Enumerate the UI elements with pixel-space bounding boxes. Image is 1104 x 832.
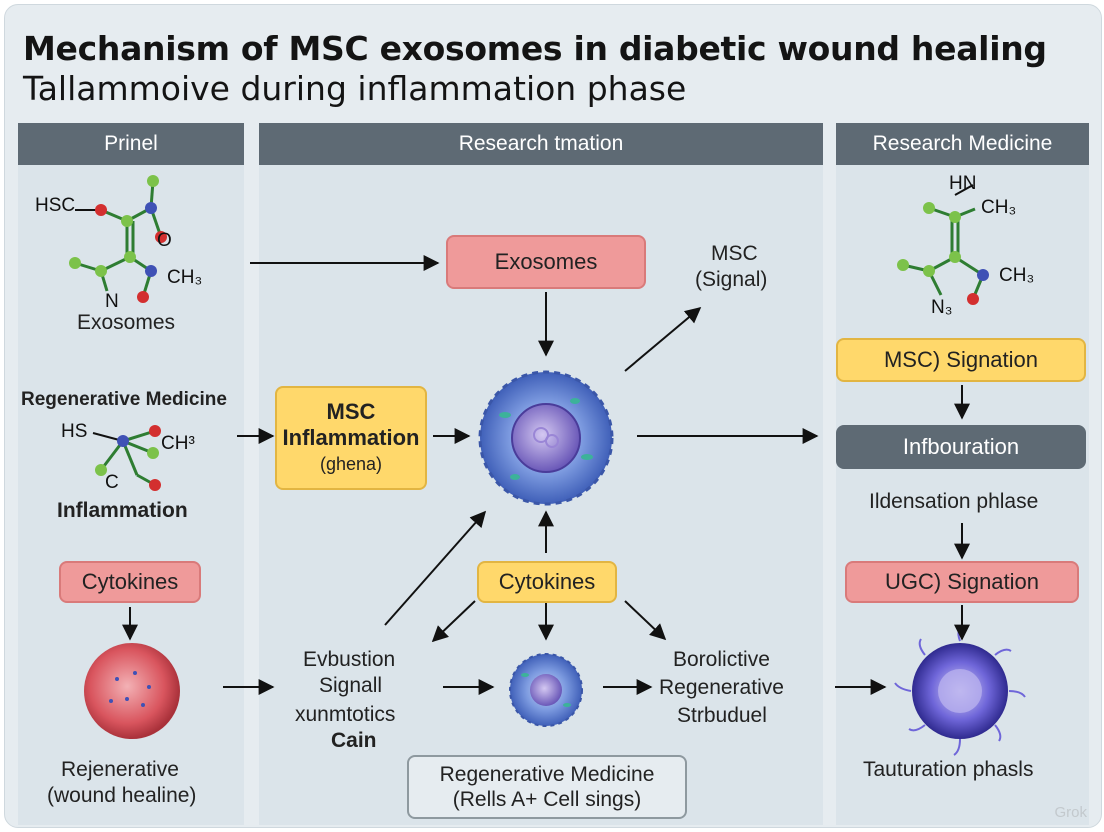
exosomes-label: Exosomes <box>77 311 176 334</box>
right-column-header: Research Medicine <box>836 123 1089 165</box>
evbustion-line1: Evbustion <box>303 648 396 671</box>
evbustion-line3: xunmtotics <box>295 703 396 726</box>
chem-label-ch3-2: CH³ <box>161 433 195 454</box>
chem-label-hs: HS <box>61 421 88 442</box>
exosomes-box: Exosomes <box>446 235 646 289</box>
borolictive-line3: Strbuduel <box>677 704 767 727</box>
molecule-structure-1 <box>74 180 163 298</box>
inflammation-label: Inflammation <box>57 499 188 522</box>
regen-box-line1: Regenerative Medicine <box>439 763 655 786</box>
regenerative-label-line1: Rejenerative <box>61 758 179 781</box>
msc-box-line3: (ghena) <box>319 454 383 474</box>
cytokines-box-left: Cytokines <box>59 561 201 603</box>
chem-label-ch3: CH₃ <box>167 267 203 288</box>
regen-box-line2: (Rells A+ Cell sings) <box>452 788 642 811</box>
red-cell <box>84 643 180 739</box>
msc-signal-line1: MSC <box>711 242 758 265</box>
chem-label-ch3-b: CH₃ <box>999 265 1035 286</box>
molecule-atoms-1 <box>69 175 167 303</box>
ildensation-label: Ildensation phlase <box>869 490 1039 513</box>
diagram-graphics <box>69 175 1026 756</box>
watermark: Grok <box>1054 804 1087 821</box>
msc-signation-box: MSC) Signation <box>836 338 1086 382</box>
chem-label-hn: HN <box>949 173 977 194</box>
chem-label-hsc: HSC <box>35 195 76 216</box>
regenerative-medicine-box: Regenerative Medicine (Rells A+ Cell sin… <box>407 755 687 819</box>
chem-label-n: N <box>105 291 119 312</box>
tauturation-label: Tauturation phasls <box>863 758 1034 781</box>
diagram-canvas: Mechanism of MSC exosomes in diabetic wo… <box>4 4 1102 828</box>
borolictive-line2: Regenerative <box>659 676 784 699</box>
evbustion-line4: Cain <box>331 729 377 752</box>
msc-cell-small <box>509 653 583 727</box>
diagram-subtitle: Tallammoive during inflammation phase <box>23 69 687 108</box>
msc-box-line1: MSC <box>326 399 376 424</box>
flow-arrows <box>122 255 970 695</box>
middle-column-header: Research tmation <box>259 123 823 165</box>
diagram-title: Mechanism of MSC exosomes in diabetic wo… <box>23 29 1047 68</box>
chem-label-c: C <box>105 472 119 493</box>
regenerative-label-line2: (wound healine) <box>47 784 197 807</box>
evbustion-line2: Signall <box>319 674 383 697</box>
molecule-atoms-2 <box>95 425 161 491</box>
cytokines-box-middle: Cytokines <box>477 561 617 603</box>
molecule-structure-3 <box>902 184 985 300</box>
msc-signal-line2: (Signal) <box>695 268 768 291</box>
molecule-atoms-3 <box>897 202 989 305</box>
regenerative-medicine-label: Regenerative Medicine <box>21 389 227 410</box>
infbouration-box: Infbouration <box>836 425 1086 469</box>
msc-inflammation-box: MSC Inflammation (ghena) <box>275 386 427 490</box>
msc-cell-large <box>478 370 614 506</box>
chem-label-ch3-a: CH₃ <box>981 197 1017 218</box>
ugc-signation-box: UGC) Signation <box>845 561 1079 603</box>
left-column-header: Prinel <box>18 123 244 165</box>
chem-label-o: O <box>157 230 172 251</box>
purple-cell <box>894 624 1026 756</box>
chem-label-n3: N₃ <box>931 297 953 318</box>
borolictive-line1: Borolictive <box>673 648 770 671</box>
msc-box-line2: Inflammation <box>282 425 420 450</box>
